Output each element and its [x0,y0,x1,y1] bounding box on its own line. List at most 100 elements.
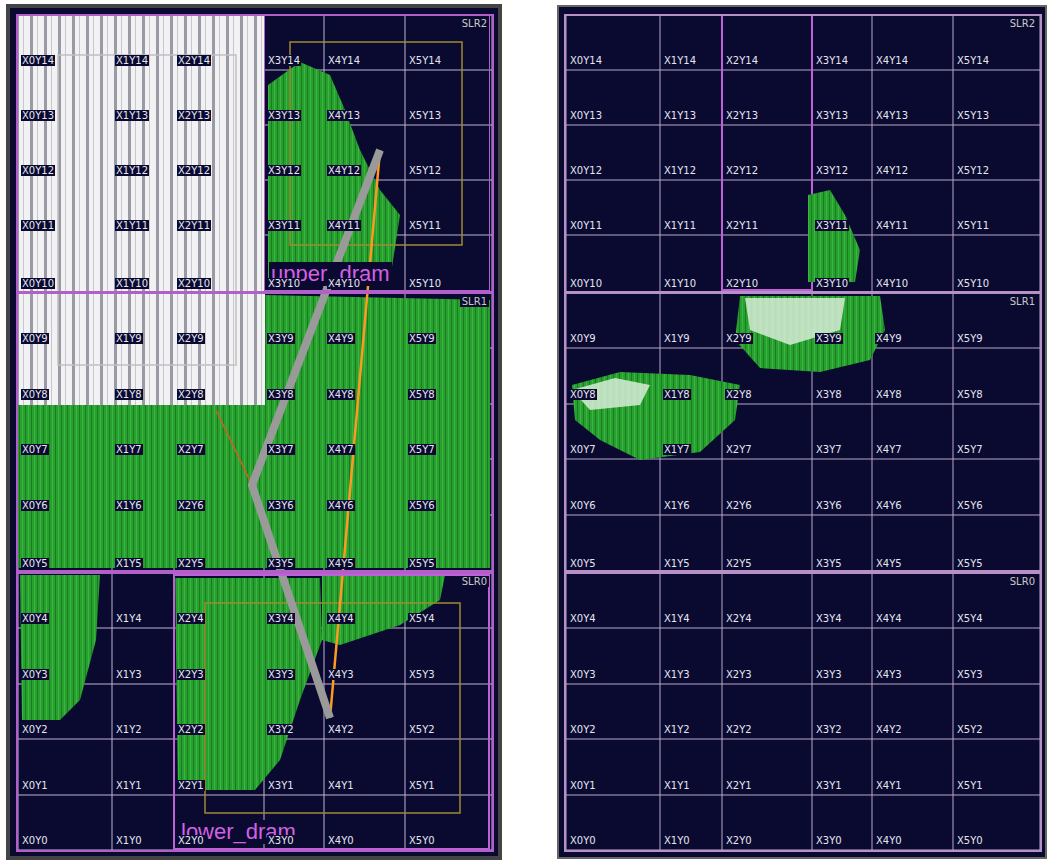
placed-logic-block [572,372,740,460]
clock-region-label: X3Y13 [267,110,301,121]
clock-region-label: X3Y2 [815,724,843,735]
clock-region-label: X2Y9 [177,333,205,344]
clock-region-label: X5Y1 [408,780,436,791]
clock-region-label: X1Y6 [115,500,143,511]
clock-region-label: X3Y6 [267,500,295,511]
clock-region-label: X0Y5 [569,558,597,569]
clock-region-label: X0Y7 [21,444,49,455]
clock-region-label: X5Y9 [956,333,984,344]
clock-region-label: X3Y1 [815,780,843,791]
clock-region-label: X0Y6 [569,500,597,511]
clock-region-label: X1Y6 [663,500,691,511]
clock-region-label: X0Y12 [21,165,55,176]
clock-region-label: X2Y6 [725,500,753,511]
clock-region-label: X2Y0 [177,835,205,846]
device-panel [8,6,500,858]
clock-region-label: X0Y1 [569,780,597,791]
clock-region-label: X5Y7 [408,444,436,455]
grid-line [566,515,1040,516]
clock-region-label: X0Y13 [569,110,603,121]
clock-region-label: X3Y3 [815,669,843,680]
clock-region-label: X3Y13 [815,110,849,121]
clock-region-label: X1Y4 [663,613,691,624]
clock-region-label: X5Y5 [956,558,984,569]
clock-region-label: X4Y12 [327,165,361,176]
clock-region-label: X5Y3 [956,669,984,680]
clock-region-label: X2Y9 [725,333,753,344]
slr-label: SLR2 [1008,18,1037,29]
slr-label: SLR0 [460,576,489,587]
clock-region-label: X1Y7 [115,444,143,455]
clock-region-label: X3Y0 [815,835,843,846]
clock-region-label: X1Y14 [663,55,697,66]
clock-region-label: X4Y5 [875,558,903,569]
clock-region-label: X0Y13 [21,110,55,121]
clock-region-label: X1Y14 [115,55,149,66]
clock-region-label: X2Y1 [177,780,205,791]
grid-line [953,15,954,850]
clock-region-label: X1Y11 [115,220,149,231]
clock-region-label: X2Y13 [725,110,759,121]
clock-region-label: X0Y14 [21,55,55,66]
clock-region-label: X1Y8 [663,389,691,400]
grid-line [566,235,1040,236]
clock-region-label: X5Y9 [408,333,436,344]
clock-region-label: X1Y11 [663,220,697,231]
net-line [330,150,380,718]
clock-region-label: X3Y8 [815,389,843,400]
placed-logic-block [20,575,100,720]
clock-region-label: X3Y14 [815,55,849,66]
grid-line [872,15,873,850]
placed-logic-block [18,295,490,568]
clock-region-label: X5Y0 [956,835,984,846]
clock-region-label: X0Y10 [569,278,603,289]
clock-region-label: X1Y7 [663,444,691,455]
clock-region-label: X0Y4 [569,613,597,624]
slr-label: SLR1 [460,296,489,307]
clock-region-label: X2Y2 [725,724,753,735]
clock-region-label: X2Y0 [725,835,753,846]
clock-region-label: X0Y0 [569,835,597,846]
clock-region-label: X1Y10 [115,278,149,289]
clock-region-grid [18,15,1040,850]
clock-region-label: X3Y8 [267,389,295,400]
clock-region-label: X2Y3 [725,669,753,680]
clock-region-label: X0Y11 [569,220,603,231]
clock-region-label: X2Y11 [725,220,759,231]
clock-region-label: X5Y14 [408,55,442,66]
grid-line [566,180,1040,181]
clock-region-label: X5Y4 [408,613,436,624]
grid-line [566,125,1040,126]
clock-region-label: X3Y9 [815,333,843,344]
clock-region-label: X4Y2 [875,724,903,735]
clock-region-label: X3Y10 [815,278,849,289]
clock-region-label: X5Y0 [408,835,436,846]
clock-region-label: X0Y9 [569,333,597,344]
clock-region-label: X5Y14 [956,55,990,66]
clock-region-label: X5Y10 [956,278,990,289]
grid-line [18,795,492,796]
clock-region-label: X3Y4 [267,613,295,624]
clock-region-label: X3Y2 [267,724,295,735]
clock-region-label: X5Y13 [408,110,442,121]
clock-region-label: X3Y9 [267,333,295,344]
clock-region-label: X2Y12 [725,165,759,176]
grid-line [566,795,1040,796]
clock-region-label: X1Y3 [663,669,691,680]
clock-region-label: X3Y14 [267,55,301,66]
clock-region-label: X3Y11 [815,220,849,231]
clock-region-label: X4Y10 [327,278,361,289]
clock-region-label: X4Y14 [327,55,361,66]
clock-region-label: X3Y5 [815,558,843,569]
clock-region-label: X3Y5 [267,558,295,569]
clock-region-label: X2Y7 [725,444,753,455]
clock-region-label: X0Y12 [569,165,603,176]
pblock-outline [205,603,460,813]
clock-region-label: X2Y4 [725,613,753,624]
clock-region-label: X1Y8 [115,389,143,400]
clock-region-label: X1Y12 [663,165,697,176]
clock-region-label: X4Y2 [327,724,355,735]
clock-region-label: X4Y13 [875,110,909,121]
clock-region-label: X1Y13 [115,110,149,121]
